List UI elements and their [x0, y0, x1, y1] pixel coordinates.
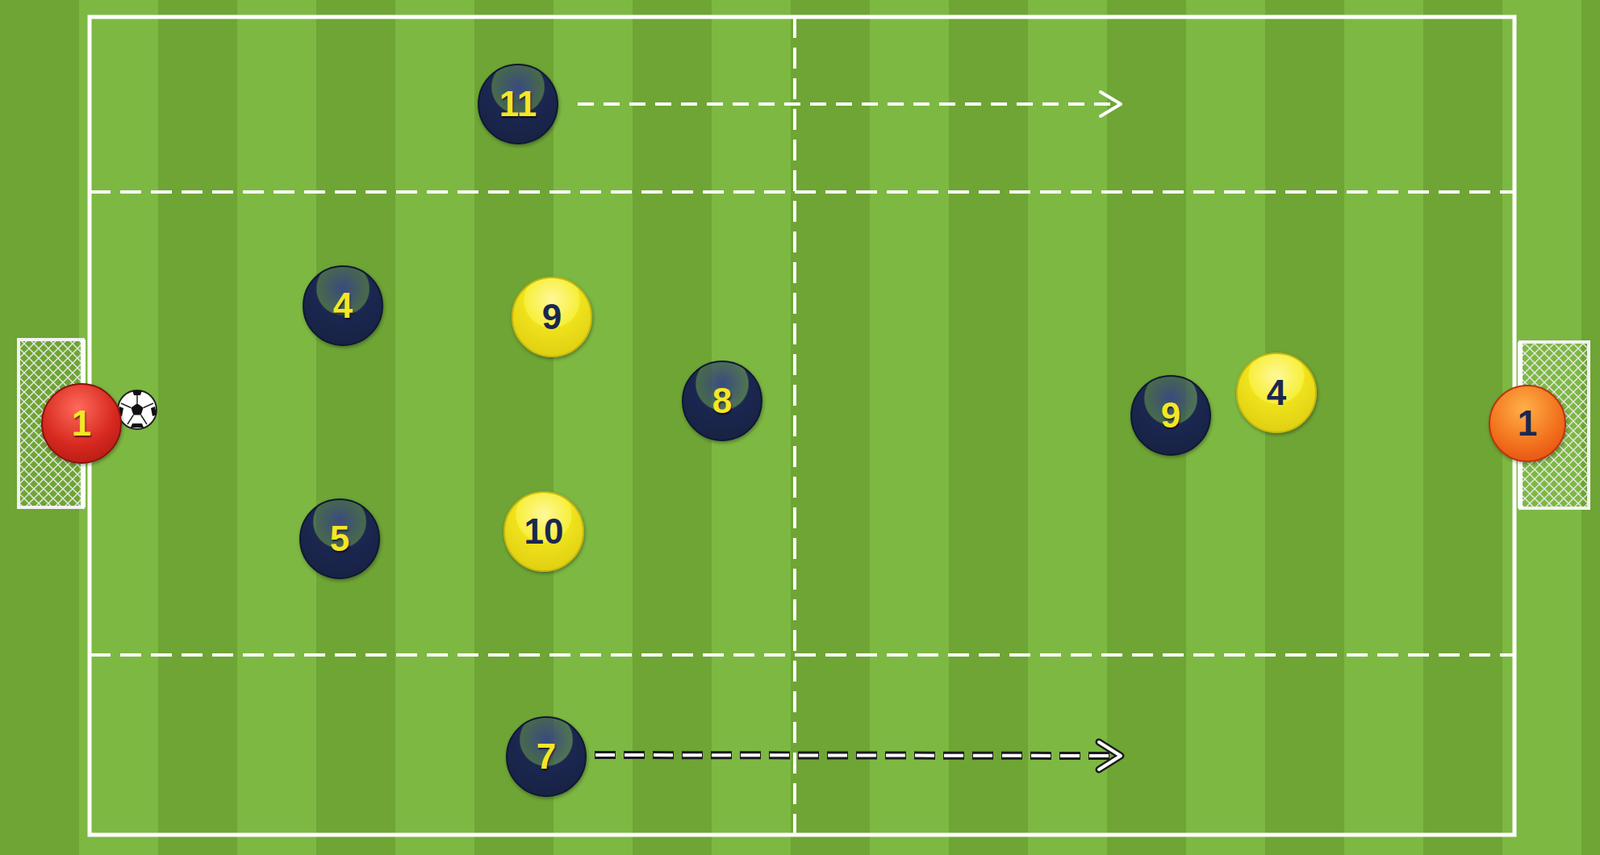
halfway-line [793, 16, 797, 836]
shirt-number: 11 [499, 86, 538, 122]
shirt-number: 9 [1161, 397, 1181, 434]
run-arrow [594, 742, 1121, 770]
blue-player: 5 [299, 498, 381, 580]
shirt-number: 10 [524, 513, 564, 550]
yellow-player: 10 [503, 491, 585, 573]
run-arrow [577, 91, 1121, 117]
shirt-number: 4 [1266, 375, 1287, 411]
ball [117, 390, 157, 430]
blue-player: 11 [477, 63, 559, 145]
blue-player: 4 [302, 265, 384, 347]
blue-player: 7 [505, 716, 587, 798]
yellow-player: 9 [511, 276, 593, 358]
goalkeeper: 1 [41, 383, 122, 464]
channel-line [89, 653, 1515, 657]
shirt-number: 5 [330, 521, 350, 557]
shirt-number: 4 [333, 288, 353, 324]
shirt-number: 9 [542, 299, 562, 335]
blue-player: 8 [681, 360, 763, 442]
shirt-number: 7 [536, 739, 556, 775]
channel-line [89, 190, 1515, 194]
shirt-number: 1 [1517, 405, 1538, 442]
touchline [89, 16, 1515, 836]
yellow-player: 4 [1236, 352, 1317, 434]
shirt-number: 8 [712, 383, 732, 419]
shirt-number: 1 [71, 405, 92, 442]
goalkeeper: 1 [1488, 384, 1567, 463]
blue-player: 9 [1130, 375, 1212, 456]
